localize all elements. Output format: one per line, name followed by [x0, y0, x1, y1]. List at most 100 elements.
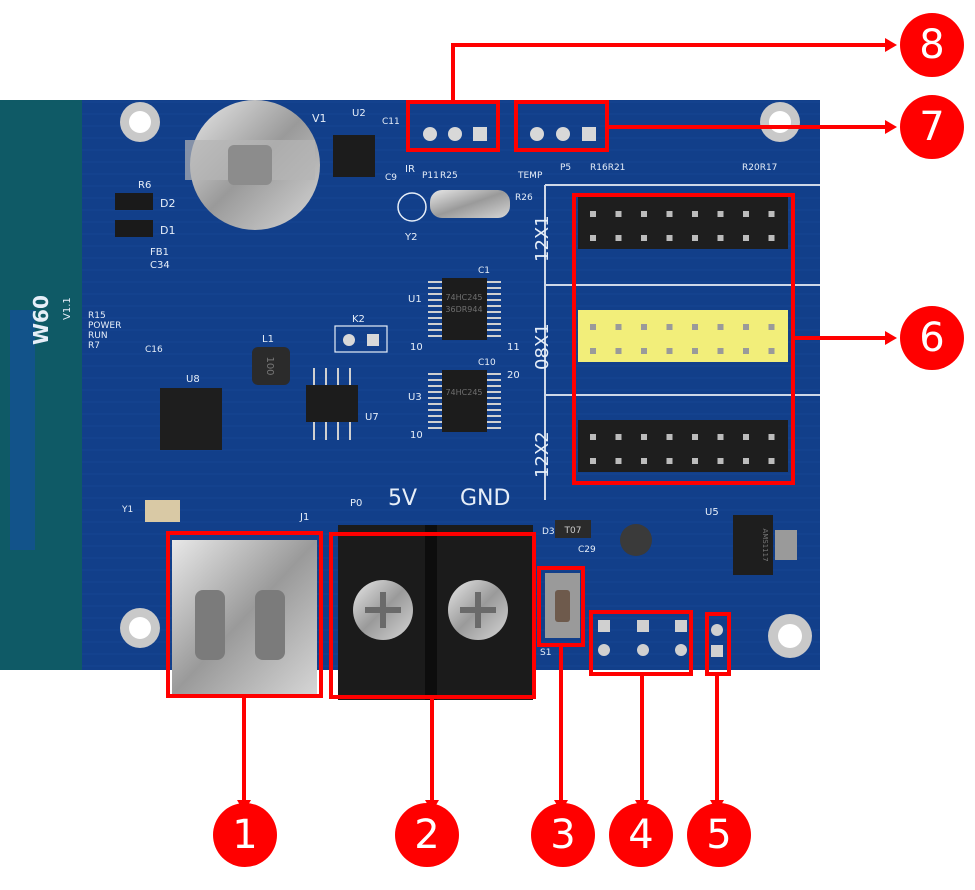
callout-badge-5: 5 — [687, 803, 751, 867]
svg-text:7: 7 — [919, 104, 944, 150]
header-pin — [743, 324, 749, 330]
header-pin — [768, 235, 775, 241]
header-pin — [717, 458, 724, 464]
callout-annotations — [166, 43, 885, 800]
header-pin — [717, 235, 724, 241]
chip-u1: 74HC245 36DR944 U1 10 11 C1 — [408, 266, 520, 353]
svg-text:36DR944: 36DR944 — [445, 305, 482, 314]
header-pin — [641, 458, 647, 464]
callout-badge-4: 4 — [609, 803, 673, 867]
v1-label: V1 — [312, 112, 327, 125]
svg-text:5: 5 — [706, 812, 731, 858]
svg-text:U2: U2 — [352, 108, 366, 119]
svg-text:J1: J1 — [299, 512, 309, 523]
svg-text:20: 20 — [507, 370, 520, 381]
header-pin — [743, 348, 749, 354]
chip-u7: U7 — [306, 368, 379, 440]
callout-leader-lines-right — [451, 43, 885, 340]
header-pin — [692, 211, 698, 217]
svg-text:R20R17: R20R17 — [742, 163, 777, 173]
callout-badge-1: 1 — [213, 803, 277, 867]
arrowhead-icon — [885, 120, 897, 134]
svg-text:11: 11 — [507, 342, 520, 353]
header-pin — [666, 458, 673, 464]
header-08x1 — [578, 310, 788, 362]
test-button: S1 — [540, 573, 580, 658]
svg-text:C1: C1 — [478, 266, 490, 276]
callout-leader-lines — [242, 645, 719, 800]
callout-badge-6: 6 — [900, 306, 964, 370]
header-pin — [666, 235, 673, 241]
header-pin — [717, 324, 724, 330]
svg-text:Y2: Y2 — [404, 232, 417, 243]
chip-u3: 74HC245 U3 10 20 C10 — [408, 358, 520, 441]
header-pin — [768, 434, 775, 440]
callout-badge-3: 3 — [531, 803, 595, 867]
regulator-u5: AMS1117 U5 — [705, 507, 797, 575]
arrowhead-icon — [885, 331, 897, 345]
svg-text:R7: R7 — [88, 341, 100, 351]
svg-text:100: 100 — [264, 356, 275, 375]
mounting-holes — [120, 102, 812, 658]
svg-text:U5: U5 — [705, 507, 719, 518]
svg-text:74HC245: 74HC245 — [445, 293, 482, 302]
header-pin — [768, 348, 775, 354]
header-pin — [743, 211, 749, 217]
model-label: W60 — [29, 295, 53, 345]
svg-text:P11: P11 — [422, 171, 439, 181]
header-pin — [590, 211, 596, 217]
header-pin — [615, 348, 622, 354]
label-gnd: GND — [460, 486, 510, 511]
header-pin — [590, 348, 596, 354]
callout-badge-8: 8 — [900, 13, 964, 77]
svg-text:6: 6 — [919, 315, 944, 361]
ir-connector: IR P11 R25 — [405, 127, 487, 181]
svg-text:8: 8 — [919, 22, 944, 68]
header-pin — [590, 324, 596, 330]
power-terminal: 5V GND P0 — [338, 486, 533, 700]
svg-text:U8: U8 — [186, 374, 200, 385]
svg-text:D3: D3 — [542, 527, 555, 537]
header-pin — [615, 434, 622, 440]
header-pin — [692, 324, 698, 330]
svg-text:D2: D2 — [160, 197, 175, 210]
io-connectors — [598, 620, 723, 657]
header-pin — [590, 434, 596, 440]
svg-text:R16R21: R16R21 — [590, 163, 625, 173]
header-pin — [768, 324, 775, 330]
header-pin — [692, 434, 698, 440]
header-pin — [768, 458, 775, 464]
crystal-y2: Y2 — [397, 190, 510, 243]
svg-text:C10: C10 — [478, 358, 496, 368]
header-pin — [666, 434, 673, 440]
header-pin — [641, 235, 647, 241]
svg-text:R26: R26 — [515, 193, 533, 203]
svg-text:S1: S1 — [540, 648, 551, 658]
header-12x2 — [578, 420, 788, 472]
header-pin — [692, 348, 698, 354]
svg-text:K2: K2 — [352, 314, 365, 325]
header-pin — [692, 458, 698, 464]
header-pin — [615, 211, 622, 217]
svg-text:3: 3 — [550, 812, 575, 858]
svg-text:U1: U1 — [408, 294, 422, 305]
jumper-k2: K2 — [334, 314, 388, 353]
svg-text:1: 1 — [232, 812, 257, 858]
svg-text:R15: R15 — [88, 311, 106, 321]
chip-u8: U8 — [160, 374, 222, 450]
callout-badge-2: 2 — [395, 803, 459, 867]
header-pin — [666, 348, 673, 354]
header-pin — [768, 211, 775, 217]
svg-text:74HC245: 74HC245 — [445, 388, 482, 397]
svg-text:12X2: 12X2 — [532, 431, 553, 478]
header-pin — [641, 348, 647, 354]
svg-text:R6: R6 — [138, 180, 151, 191]
svg-text:C9: C9 — [385, 173, 397, 183]
capacitor — [620, 524, 652, 556]
header-pin — [743, 458, 749, 464]
header-pin — [743, 235, 749, 241]
svg-text:P0: P0 — [350, 498, 362, 509]
label-5v: 5V — [388, 486, 417, 511]
svg-text:C34: C34 — [150, 260, 170, 271]
